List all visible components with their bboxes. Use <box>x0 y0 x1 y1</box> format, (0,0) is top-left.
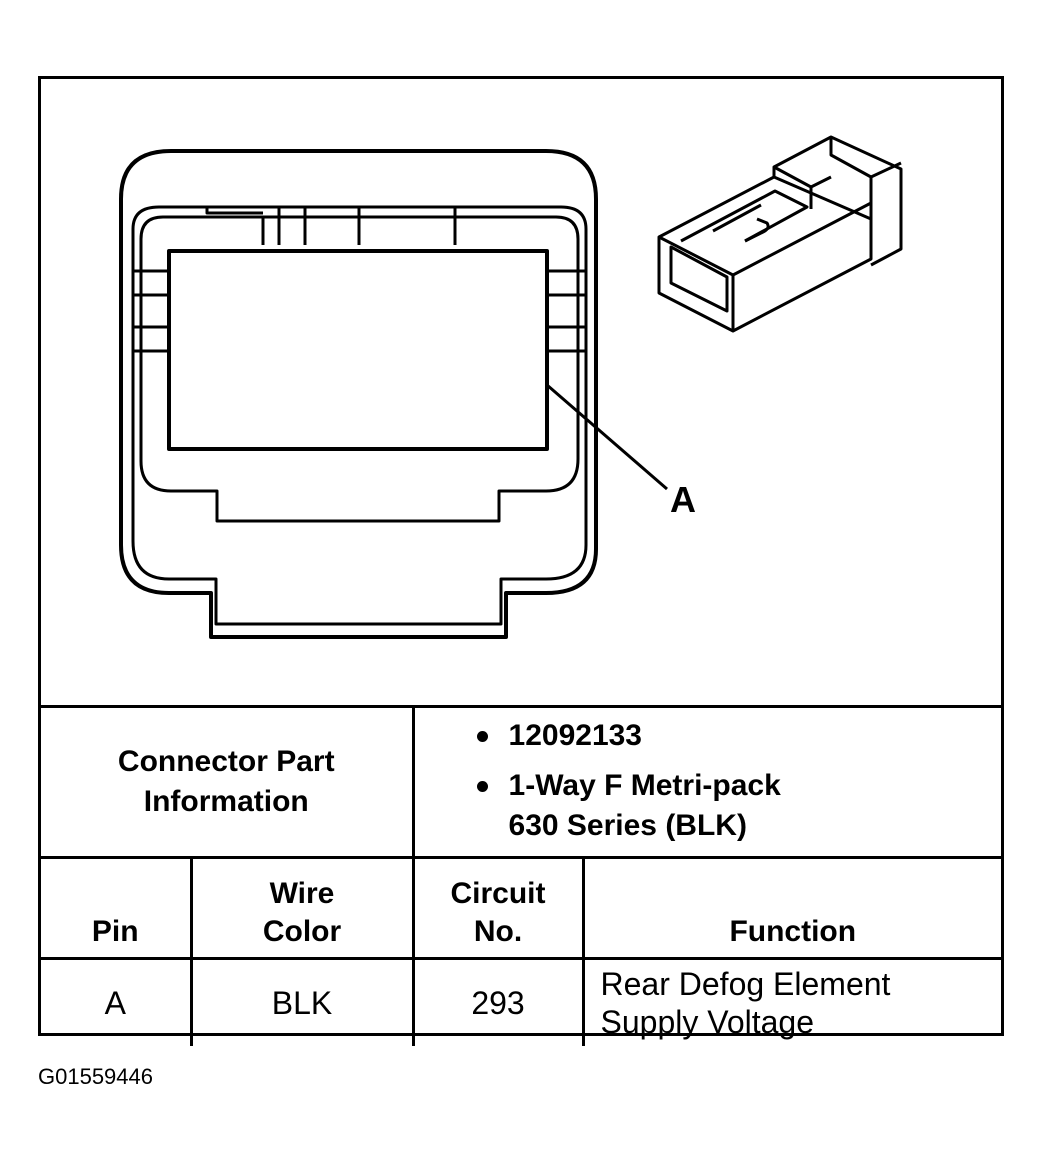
header-wire-color-text: Wire Color <box>262 877 342 948</box>
connector-outer-housing <box>119 149 598 639</box>
part-number: 12092133 <box>473 716 1002 756</box>
table-header-row: Pin Wire Color Circuit No. Function <box>41 856 1002 960</box>
header-wire-color: Wire Color <box>189 856 415 960</box>
cell-function-text: Rear Defog Element Supply Voltage <box>600 966 891 1040</box>
cell-wire-color: BLK <box>189 957 415 1046</box>
callout-label-a: A <box>670 479 696 520</box>
header-pin: Pin <box>41 856 193 960</box>
terminal-face-a <box>167 249 549 451</box>
connector-cavity <box>139 215 580 523</box>
connector-drawing <box>119 135 903 639</box>
connector-illustration: A <box>41 79 1001 705</box>
diagram-frame: A Connector Part Information 12092133 1-… <box>38 76 1004 1046</box>
table-row: A BLK 293 Rear Defog Element Supply Volt… <box>41 957 1002 1046</box>
header-circuit-no-text: Circuit No. <box>450 877 546 948</box>
part-info-row: Connector Part Information 12092133 1-Wa… <box>41 705 1002 859</box>
callout-leader-line <box>546 383 668 491</box>
header-function: Function <box>581 856 1002 960</box>
cell-function: Rear Defog Element Supply Voltage <box>581 957 1002 1046</box>
figure-id: G01559446 <box>38 1064 153 1089</box>
cell-pin: A <box>41 957 193 1046</box>
part-description: 1-Way F Metri-pack 630 Series (BLK) <box>473 766 1002 846</box>
connector-isometric-view <box>657 135 903 333</box>
connector-inner-housing <box>131 205 588 626</box>
header-circuit-no: Circuit No. <box>411 856 585 960</box>
cell-circuit-no: 293 <box>411 957 585 1046</box>
connector-part-info-label: Connector Part Information <box>41 705 415 859</box>
connector-info-table: Connector Part Information 12092133 1-Wa… <box>41 705 1002 1046</box>
connector-part-list: 12092133 1-Way F Metri-pack 630 Series (… <box>411 705 1002 859</box>
